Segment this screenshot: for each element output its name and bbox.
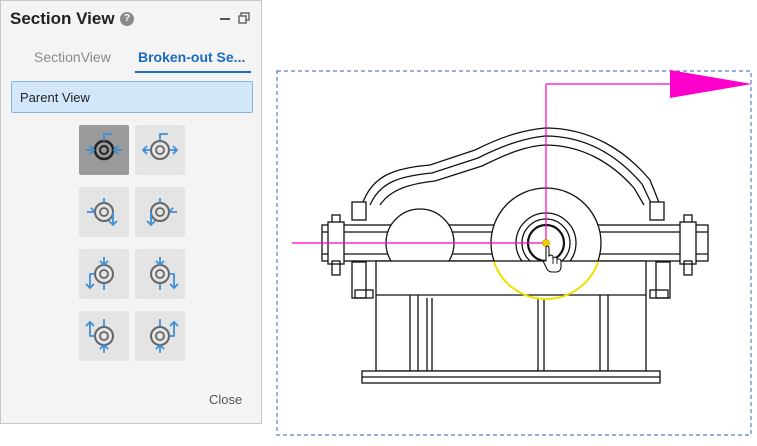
tab-bar: SectionView Broken-out Se... — [11, 45, 255, 75]
parent-view-selector[interactable]: Parent View — [11, 81, 253, 113]
direction-button-4[interactable] — [135, 187, 185, 237]
tab-section-view[interactable]: SectionView — [34, 49, 111, 65]
direction-button-7[interactable] — [79, 311, 129, 361]
parent-view-label: Parent View — [20, 90, 90, 105]
drawing-canvas[interactable] — [272, 0, 757, 446]
panel-header: Section View ? — [1, 1, 261, 37]
direction-button-5[interactable] — [79, 249, 129, 299]
section-arrows-left-down-icon — [85, 257, 114, 290]
panel-title: Section View — [10, 9, 115, 28]
section-arrows-down-left-icon — [146, 198, 177, 227]
section-arrows-down-right-icon — [87, 198, 118, 227]
direction-button-6[interactable] — [135, 249, 185, 299]
center-point[interactable] — [542, 239, 550, 247]
restore-window-icon[interactable] — [238, 12, 250, 24]
minimize-icon[interactable] — [220, 18, 230, 20]
direction-button-3[interactable] — [79, 187, 129, 237]
active-tab-indicator — [135, 71, 251, 73]
section-arrows-right-down-icon — [150, 257, 179, 290]
direction-button-8[interactable] — [135, 311, 185, 361]
view-frame[interactable] — [276, 70, 752, 436]
section-view-panel: Section View ? SectionView Broken-out Se… — [0, 0, 262, 424]
section-line[interactable] — [292, 83, 680, 244]
hand-cursor-icon — [543, 245, 562, 273]
help-icon[interactable]: ? — [120, 12, 134, 26]
direction-button-1[interactable] — [79, 125, 129, 175]
section-arrows-left-up-icon — [85, 319, 114, 353]
gearbox-drawing[interactable] — [321, 127, 709, 384]
section-arrows-right-up-icon — [150, 319, 179, 353]
close-button[interactable]: Close — [209, 392, 243, 407]
section-arrows-horizontal-out-icon — [141, 133, 179, 160]
direction-button-2[interactable] — [135, 125, 185, 175]
section-arrows-horizontal-in-icon — [86, 133, 122, 161]
highlight-arc — [493, 261, 599, 301]
section-direction-arrow-icon[interactable] — [670, 70, 752, 98]
tab-broken-out-section[interactable]: Broken-out Se... — [138, 49, 246, 65]
